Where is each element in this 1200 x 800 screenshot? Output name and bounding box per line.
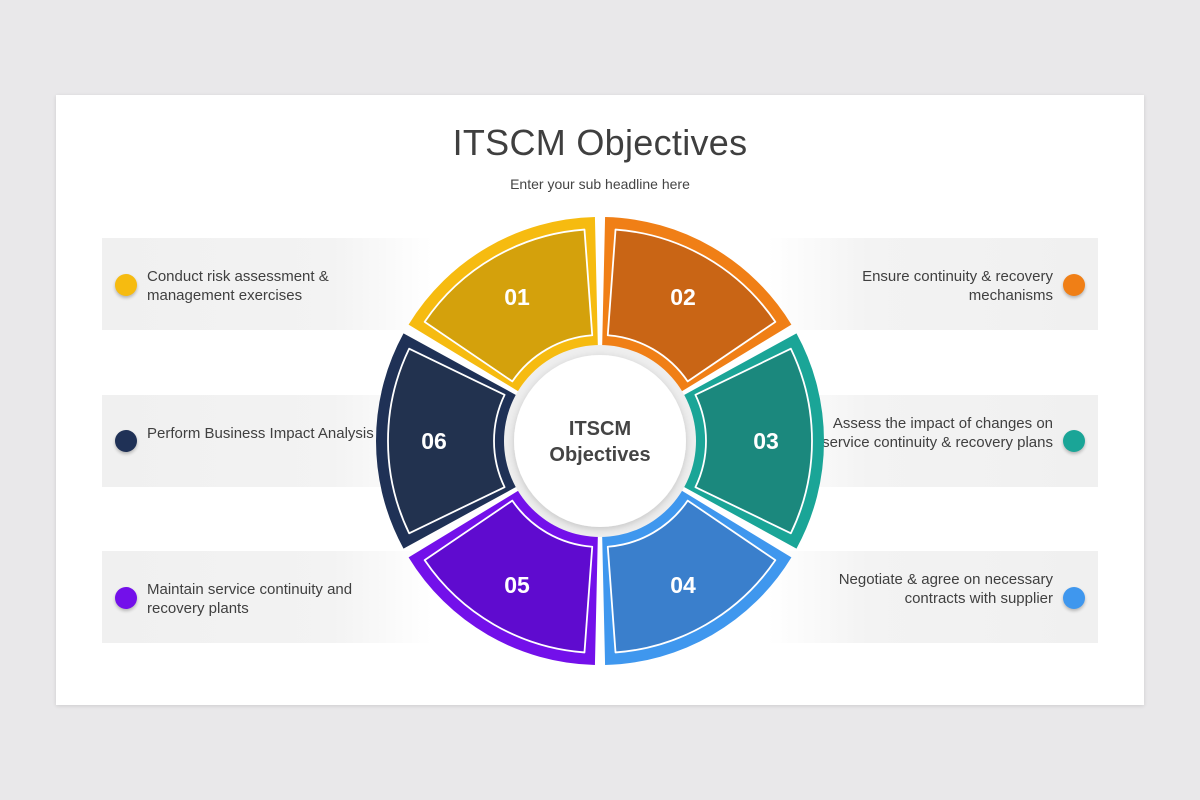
segment-number-06: 06 [421, 428, 447, 454]
segment-number-05: 05 [504, 572, 530, 598]
segment-inner-06 [387, 347, 506, 535]
objective-dot-03 [1063, 430, 1085, 452]
wheel-segment-05: 05 [408, 488, 598, 665]
wheel-segment-01: 01 [408, 217, 598, 394]
center-title-line1: ITSCM [569, 418, 631, 440]
objective-text-02: Ensure continuity & recovery mechanisms [862, 268, 1053, 304]
segment-inner-05 [423, 499, 594, 654]
segment-number-03: 03 [753, 428, 779, 454]
objective-dot-04 [1063, 587, 1085, 609]
objective-band-05 [102, 551, 432, 643]
segment-inner-04 [606, 499, 777, 654]
objective-dot-06 [115, 430, 137, 452]
objective-band-01 [102, 238, 432, 330]
objective-text-06: Perform Business Impact Analysis [147, 425, 374, 442]
wheel-segment-03: 03 [680, 333, 824, 549]
objective-dot-05 [115, 587, 137, 609]
wheel-segment-02: 02 [602, 217, 792, 394]
objective-text-03: Assess the impact of changes on service … [822, 415, 1053, 451]
objective-text-01: Conduct risk assessment & management exe… [147, 268, 329, 304]
objective-dot-02 [1063, 274, 1085, 296]
segment-number-02: 02 [670, 284, 696, 310]
segment-number-01: 01 [504, 284, 530, 310]
objective-text-05: Maintain service continuity and recovery… [147, 581, 353, 617]
center-title-line2: Objectives [549, 444, 650, 466]
wheel-segment-06: 06 [376, 333, 520, 549]
segment-inner-03 [694, 347, 813, 535]
slide-title: ITSCM Objectives [452, 122, 748, 163]
objective-band-02 [768, 238, 1098, 330]
wheel-segment-04: 04 [602, 488, 792, 665]
objective-band-04 [768, 551, 1098, 643]
segment-number-04: 04 [670, 572, 696, 598]
objective-dot-01 [115, 274, 137, 296]
center-circle [514, 355, 686, 527]
segment-inner-02 [606, 228, 777, 383]
objective-text-04: Negotiate & agree on necessary contracts… [838, 571, 1053, 607]
slide-subtitle: Enter your sub headline here [510, 176, 690, 192]
segment-inner-01 [423, 228, 594, 383]
